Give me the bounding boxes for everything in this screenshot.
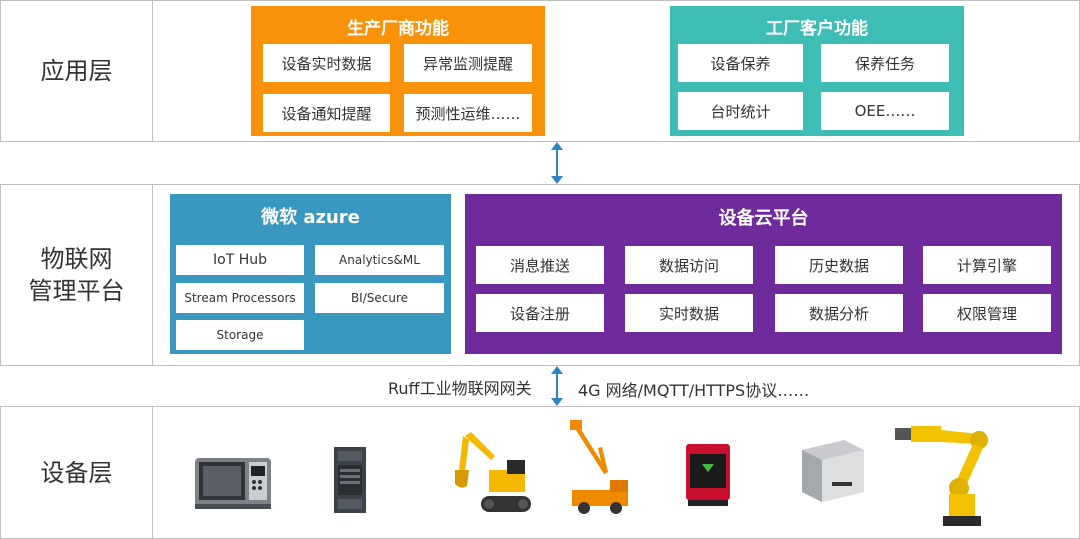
customer-item: OEE……: [821, 92, 949, 130]
cloud-item: 实时数据: [625, 294, 753, 332]
sensor-box-icon: [686, 444, 730, 506]
cloud-item: 历史数据: [775, 246, 903, 284]
arrow-down-icon: [551, 176, 563, 184]
customer-functions-title: 工厂客户功能: [766, 19, 868, 39]
manufacturer-item: 异常监测提醒: [404, 44, 532, 82]
excavator-icon: [455, 432, 531, 512]
device-cloud-panel: 设备云平台 消息推送 数据访问 历史数据 计算引擎 设备注册 实时数据 数据分析…: [465, 194, 1062, 354]
aerial-lift-truck-icon: [570, 420, 628, 514]
azure-panel: 微软 azure IoT Hub Analytics&ML Stream Pro…: [170, 194, 451, 354]
azure-item: Stream Processors: [176, 283, 304, 313]
azure-item: Analytics&ML: [315, 245, 444, 275]
manufacturer-functions-title: 生产厂商功能: [347, 19, 449, 39]
cloud-item: 设备注册: [476, 294, 604, 332]
manufacturer-functions-panel: 生产厂商功能 设备实时数据 异常监测提醒 设备通知提醒 预测性运维……: [251, 6, 545, 136]
platform-device-arrow: [551, 366, 563, 406]
protocol-label: 4G 网络/MQTT/HTTPS协议……: [578, 381, 810, 400]
app-platform-arrow: [551, 142, 563, 184]
cloud-item: 数据分析: [775, 294, 903, 332]
application-layer-label: 应用层: [1, 1, 153, 141]
cloud-item: 消息推送: [476, 246, 604, 284]
device-layer-label: 设备层: [1, 407, 153, 538]
azure-item: BI/Secure: [315, 283, 444, 313]
gateway-label: Ruff工业物联网网关: [388, 379, 532, 398]
cloud-item: 权限管理: [923, 294, 1051, 332]
azure-item: IoT Hub: [176, 245, 304, 275]
azure-item: Storage: [176, 320, 304, 350]
customer-functions-panel: 工厂客户功能 设备保养 保养任务 台时统计 OEE……: [670, 6, 964, 136]
gateway-box-icon: [802, 440, 864, 502]
arrow-down-icon: [551, 398, 563, 406]
arrow-up-icon: [551, 142, 563, 150]
arrow-up-icon: [551, 366, 563, 374]
cloud-item: 计算引擎: [923, 246, 1051, 284]
cnc-lathe-icon: [195, 458, 271, 509]
customer-item: 台时统计: [678, 92, 803, 130]
robot-arm-icon: [895, 426, 988, 526]
manufacturer-item: 预测性运维……: [404, 94, 532, 132]
customer-item: 保养任务: [821, 44, 949, 82]
azure-title: 微软 azure: [261, 207, 360, 228]
platform-layer-label: 物联网 管理平台: [1, 185, 153, 365]
manufacturer-item: 设备通知提醒: [263, 94, 390, 132]
device-cloud-title: 设备云平台: [718, 208, 809, 229]
cloud-item: 数据访问: [625, 246, 753, 284]
customer-item: 设备保养: [678, 44, 803, 82]
plc-module-icon: [334, 447, 366, 513]
manufacturer-item: 设备实时数据: [263, 44, 390, 82]
